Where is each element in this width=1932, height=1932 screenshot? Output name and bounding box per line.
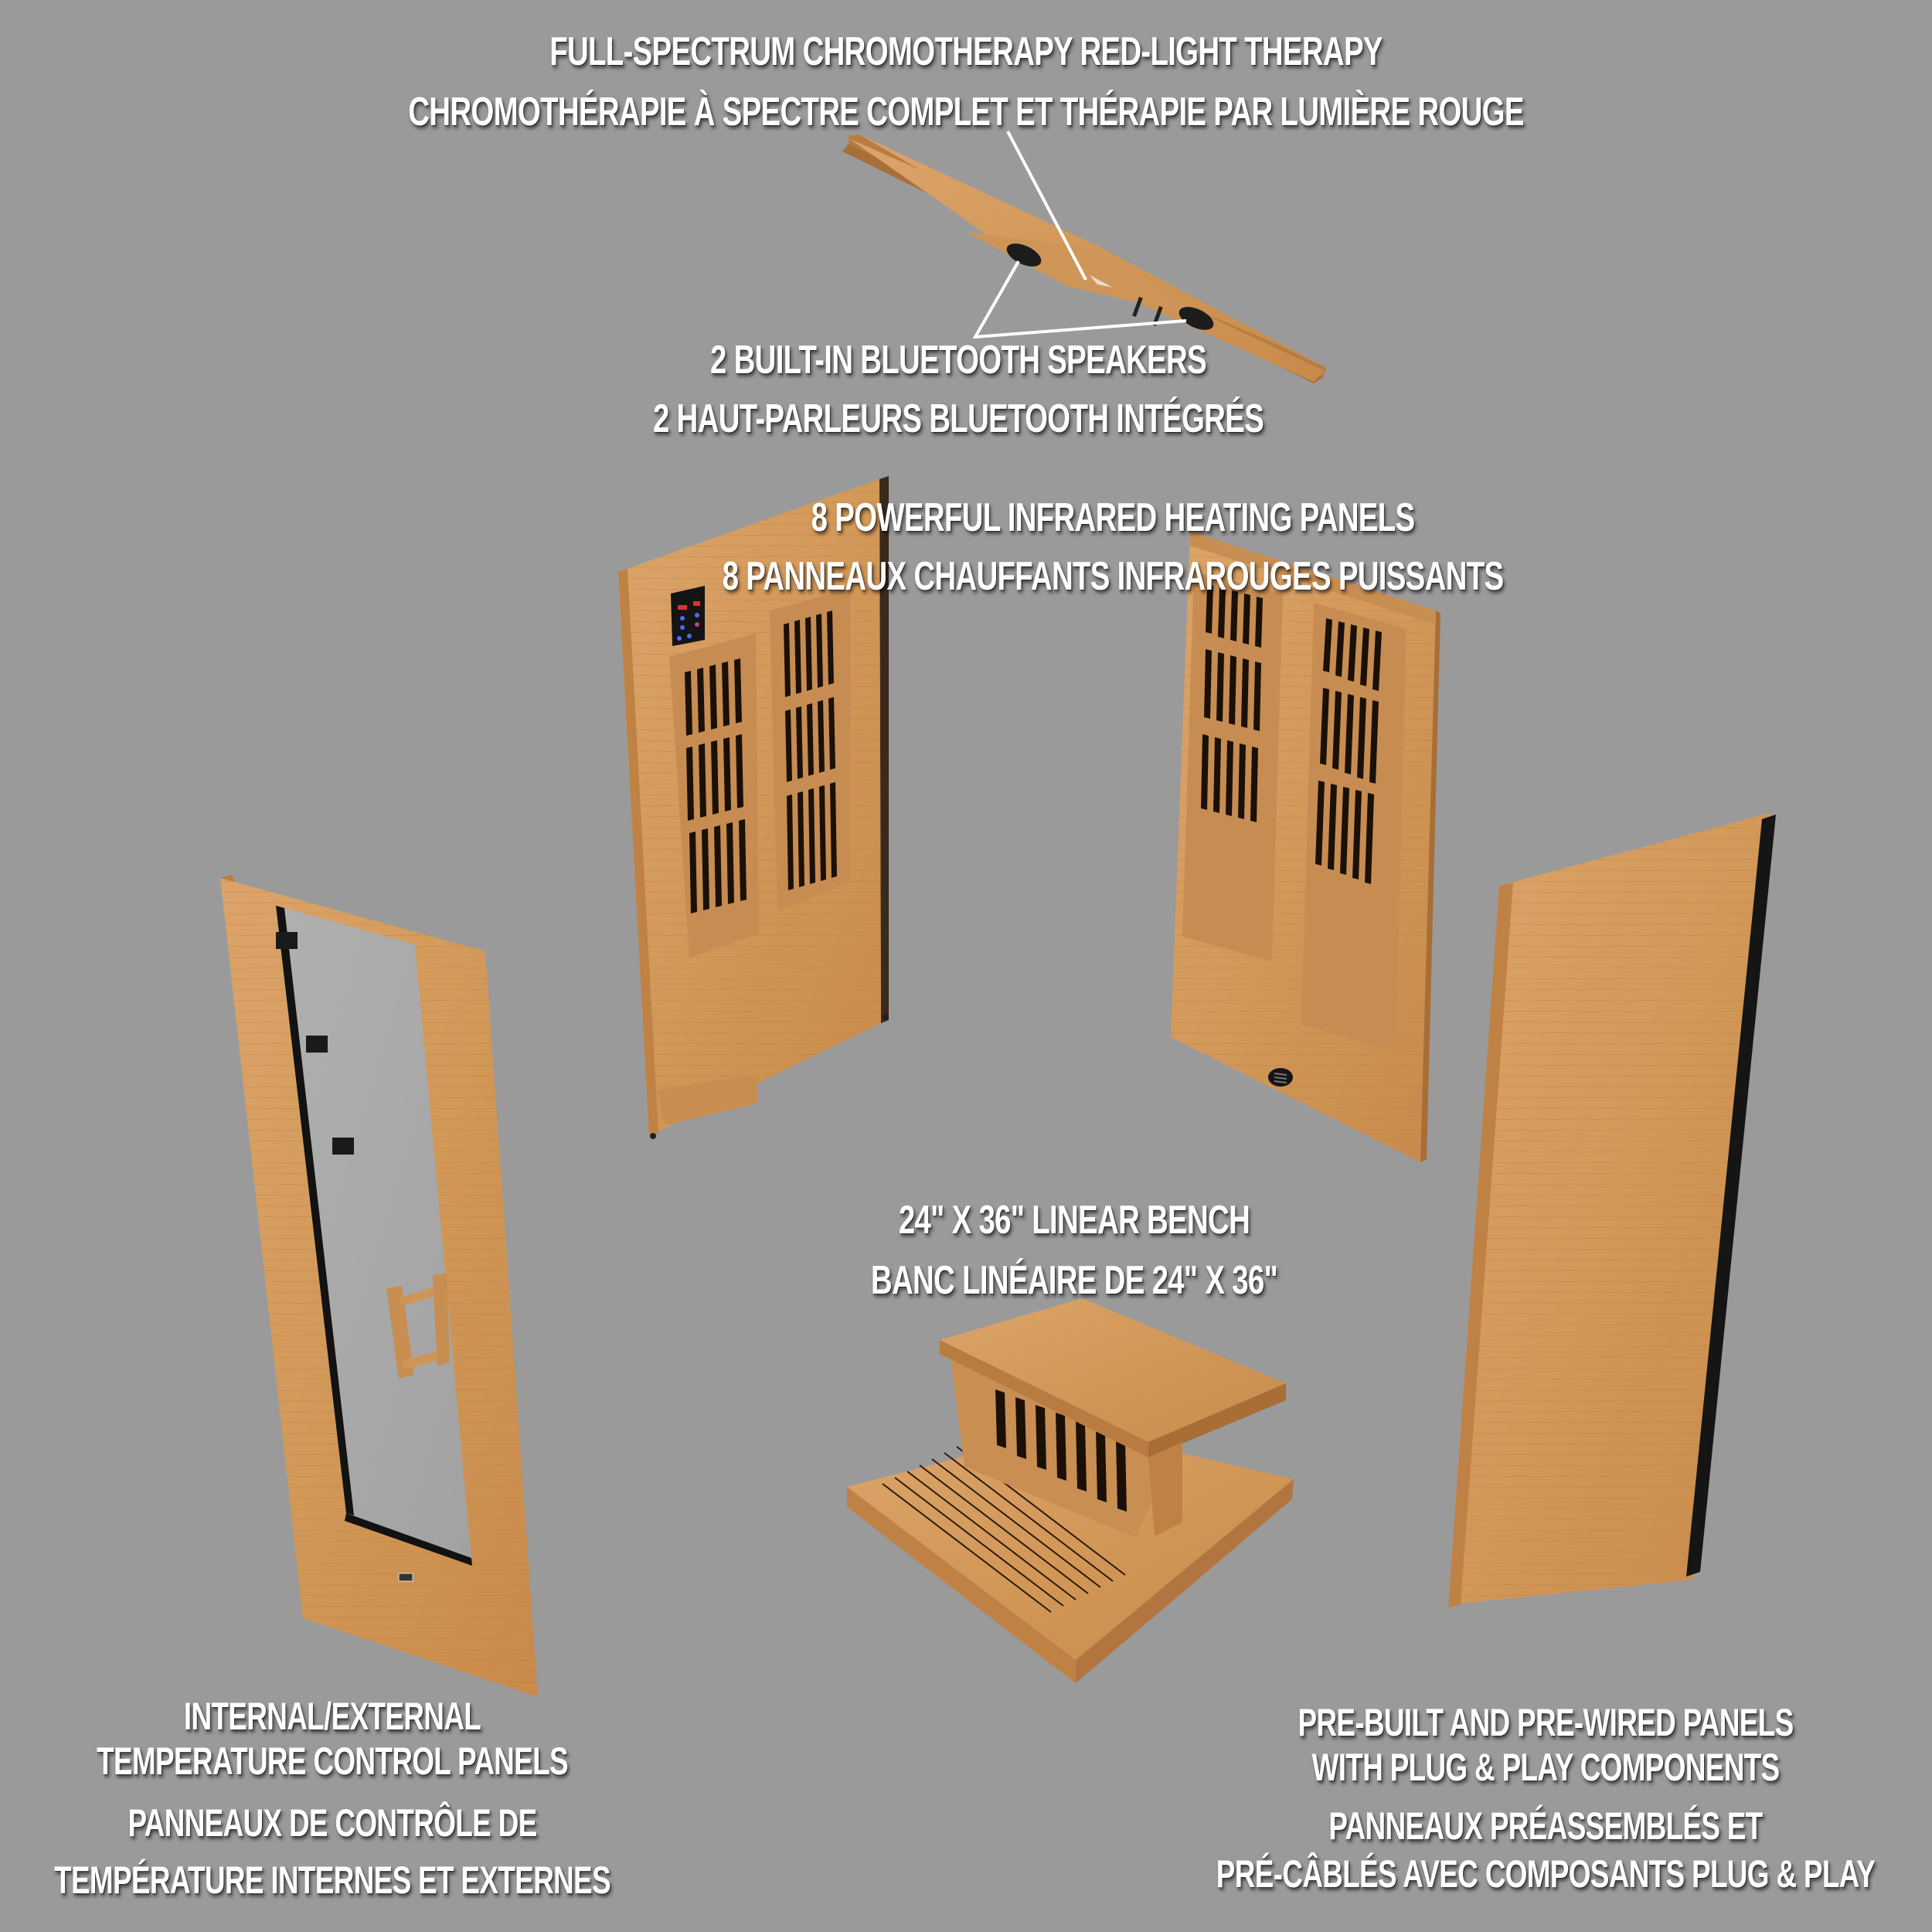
heating-panels-label-en: 8 POWERFUL INFRARED HEATING PANELS <box>811 495 1416 540</box>
prebuilt-panels-label: PRE-BUILT AND PRE-WIRED PANELS WITH PLUG… <box>1214 1700 1877 1898</box>
prebuilt-label-en-2: WITH PLUG & PLAY COMPONENTS <box>1311 1746 1781 1789</box>
bench-label-en: 24" X 36" LINEAR BENCH <box>898 1198 1250 1243</box>
door-panel <box>220 875 538 1697</box>
door-handle <box>386 1273 450 1379</box>
control-panel-display <box>671 586 705 646</box>
speaker-left-icon <box>1006 243 1042 267</box>
hinge-top-icon <box>276 932 298 949</box>
side-panel <box>1448 813 1776 1607</box>
heater-grille-left-2 <box>770 589 850 912</box>
control-panels-label-fr-1: PANNEAUX DE CONTRÔLE DE <box>128 1801 537 1845</box>
control-panels-label-fr-2: TEMPÉRATURE INTERNES ET EXTERNES <box>54 1859 611 1902</box>
back-right-panel <box>1171 532 1440 1162</box>
control-panels-label-en-2: TEMPERATURE CONTROL PANELS <box>97 1740 569 1783</box>
heater-grille-right-2 <box>1301 603 1406 1051</box>
speakers-label-en: 2 BUILT-IN BLUETOOTH SPEAKERS <box>709 338 1207 383</box>
prebuilt-label-fr-1: PANNEAUX PRÉASSEMBLÉS ET <box>1328 1804 1763 1848</box>
control-panels-label-en-1: INTERNAL/EXTERNAL <box>183 1695 481 1738</box>
speaker-right-icon <box>1179 307 1214 330</box>
heater-grille-left-1 <box>669 634 759 958</box>
prebuilt-label-fr-2: PRÉ-CÂBLÉS AVEC COMPOSANTS PLUG & PLAY <box>1216 1852 1876 1896</box>
back-left-panel <box>618 476 889 1139</box>
heating-panels-label: 8 POWERFUL INFRARED HEATING PANELS 8 PAN… <box>598 488 1628 606</box>
chromotherapy-label-fr: CHROMOTHÉRAPIE À SPECTRE COMPLET ET THÉR… <box>408 90 1524 134</box>
heating-panels-label-fr: 8 PANNEAUX CHAUFFANTS INFRAROUGES PUISSA… <box>722 554 1505 599</box>
bench-label-fr: BANC LINÉAIRE DE 24" X 36" <box>870 1258 1278 1303</box>
control-panels-label: INTERNAL/EXTERNAL TEMPERATURE CONTROL PA… <box>29 1694 635 1909</box>
heater-grille-right-1 <box>1182 572 1283 961</box>
prebuilt-label-en-1: PRE-BUILT AND PRE-WIRED PANELS <box>1298 1701 1794 1744</box>
glass-pane <box>276 906 471 1558</box>
roof-panel <box>842 134 1326 383</box>
speakers-label: 2 BUILT-IN BLUETOOTH SPEAKERS 2 HAUT-PAR… <box>501 331 1416 448</box>
bench-label: 24" X 36" LINEAR BENCH BANC LINÉAIRE DE … <box>731 1190 1417 1311</box>
hinge-middle-icon <box>306 1036 328 1053</box>
speakers-label-fr: 2 HAUT-PARLEURS BLUETOOTH INTÉGRÉS <box>652 396 1264 441</box>
chromotherapy-label-en: FULL-SPECTRUM CHROMOTHERAPY RED-LIGHT TH… <box>549 29 1383 74</box>
chromotherapy-label: FULL-SPECTRUM CHROMOTHERAPY RED-LIGHT TH… <box>251 22 1681 142</box>
bench <box>847 1298 1294 1683</box>
hinge-bottom-icon <box>332 1138 354 1155</box>
pointer-lines <box>972 131 1187 339</box>
bench-seat <box>940 1298 1286 1442</box>
